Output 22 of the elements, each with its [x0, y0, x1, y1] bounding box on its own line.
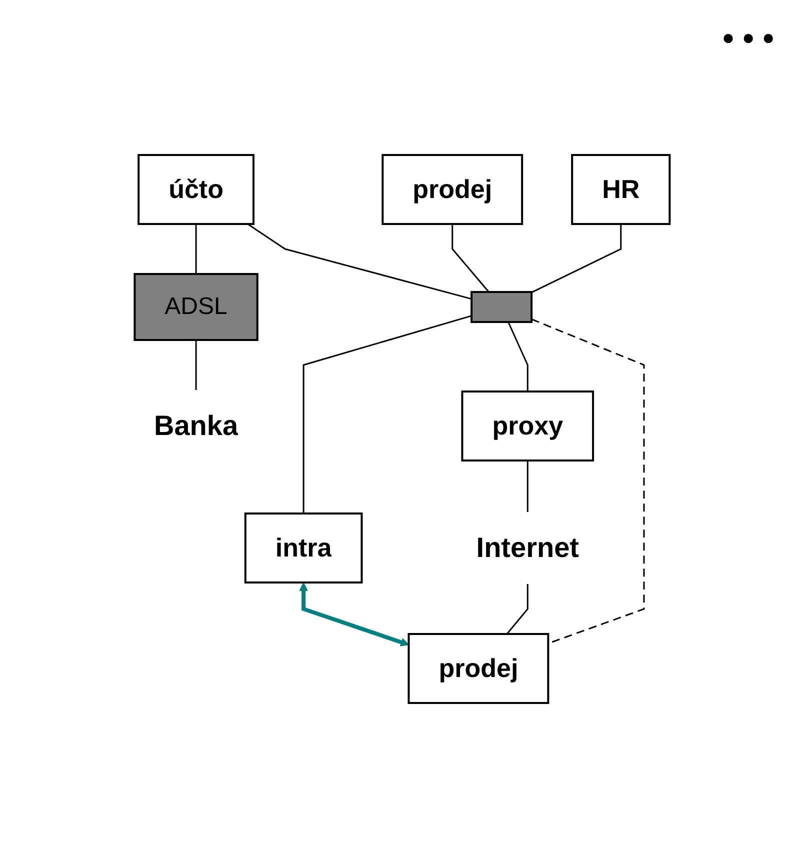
connector: [531, 224, 622, 293]
node-box: proxy: [461, 390, 594, 461]
node-text: Banka: [154, 409, 238, 440]
node-text: Internet: [476, 531, 580, 562]
connector: [527, 460, 529, 512]
connector: [247, 222, 472, 300]
connector: [531, 318, 645, 644]
ellipsis-text: • • •: [722, 20, 774, 57]
connector: [452, 224, 490, 292]
connector: [195, 340, 197, 390]
node-box: HR: [571, 154, 671, 224]
node-box: účto: [138, 154, 255, 224]
node-box: ADSL: [134, 272, 259, 340]
node-box: prodej: [382, 154, 524, 224]
node-box: prodej: [408, 632, 550, 704]
node-box: intra: [244, 512, 363, 583]
connector: [195, 224, 197, 274]
connector: [508, 321, 529, 391]
connector: [506, 584, 529, 634]
node-box: [470, 290, 533, 322]
connector: [302, 314, 472, 513]
arrow: [299, 582, 410, 646]
